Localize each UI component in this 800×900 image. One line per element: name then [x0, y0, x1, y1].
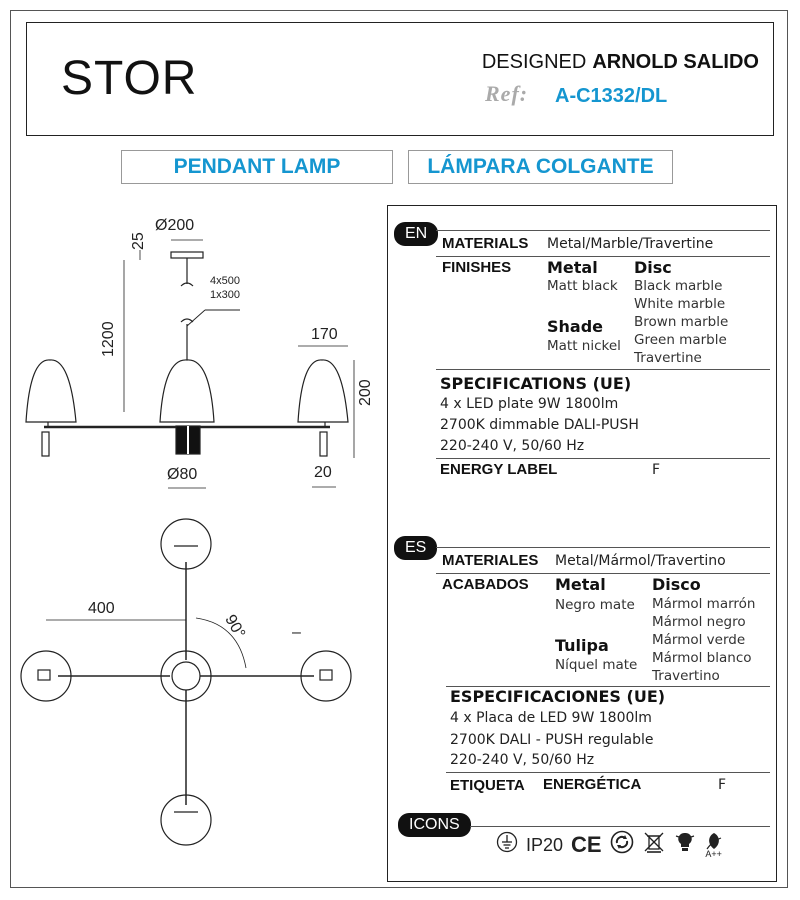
- en-shade-value: Matt nickel: [547, 338, 621, 354]
- dim-cable-2: 1x300: [210, 289, 240, 301]
- en-finishes-label: FINISHES: [442, 259, 512, 276]
- es-spec-line-1: 4 x Placa de LED 9W 1800lm: [450, 710, 652, 726]
- weee-bin-icon: [642, 830, 666, 860]
- en-rule-1: [436, 256, 770, 257]
- dim-globe: Ø80: [167, 466, 198, 483]
- top-disc-center-inner: [171, 661, 201, 691]
- ref-code: A-C1332/DL: [555, 85, 668, 107]
- dim-cable-1: 4x500: [210, 275, 240, 287]
- en-materials-label: MATERIALS: [442, 235, 529, 252]
- es-materials-label: MATERIALES: [442, 552, 539, 569]
- en-energy-value: F: [652, 462, 661, 478]
- dim-shade-height: 200: [357, 379, 374, 406]
- es-rule-1: [436, 573, 770, 574]
- en-shade-label: Shade: [547, 317, 604, 336]
- en-spec-line-1: 4 x LED plate 9W 1800lm: [440, 396, 619, 412]
- dim-arm-width: 20: [314, 464, 332, 481]
- ce-icon: CE: [571, 832, 602, 857]
- es-tag: ES: [394, 536, 438, 560]
- es-energy-value: F: [718, 777, 727, 793]
- es-spec-line-3: 220-240 V, 50/60 Hz: [450, 752, 595, 768]
- left-pendant-rod: [41, 431, 50, 457]
- es-rule-2: [446, 686, 770, 687]
- dim-shade-width: 170: [311, 326, 338, 343]
- en-metal-value: Matt black: [547, 278, 618, 294]
- es-metal-value: Negro mate: [555, 597, 635, 613]
- title-pendant-lamp: PENDANT LAMP: [121, 150, 393, 184]
- canopy-shape: [170, 251, 204, 259]
- es-shade-value: Níquel mate: [555, 657, 638, 673]
- es-disc-value-2: Mármol negro: [652, 614, 746, 630]
- energy-leaf-icon: A++: [704, 832, 724, 859]
- es-disc-value-4: Mármol blanco: [652, 650, 752, 666]
- en-disc-value-3: Brown marble: [634, 314, 729, 330]
- en-disc-label: Disc: [634, 258, 672, 277]
- brand-name: STOR: [61, 52, 198, 105]
- angle-arc: [195, 617, 247, 669]
- es-disc-label: Disco: [652, 575, 701, 594]
- led-bulb-icon: [674, 830, 696, 860]
- cable-break-bottom: [180, 318, 194, 323]
- left-shade: [25, 359, 77, 423]
- en-spec-label: SPECIFICATIONS (UE): [440, 374, 632, 393]
- dim-canopy: Ø200: [155, 217, 195, 234]
- es-disc-value-1: Mármol marrón: [652, 596, 756, 612]
- es-metal-label: Metal: [555, 575, 606, 594]
- en-metal-label: Metal: [547, 258, 598, 277]
- top-disc-top: [160, 518, 212, 570]
- en-top-rule: [436, 230, 770, 231]
- en-rule-3: [436, 458, 770, 459]
- dim-arm-length: 400: [88, 600, 115, 617]
- es-disc-value-5: Travertino: [652, 668, 720, 684]
- es-materials-value: Metal/Mármol/Travertino: [555, 553, 726, 569]
- title-lampara-colgante: LÁMPARA COLGANTE: [408, 150, 673, 184]
- en-disc-value-5: Travertine: [634, 350, 702, 366]
- es-spec-line-2: 2700K DALI - PUSH regulable: [450, 732, 654, 748]
- es-shade-label: Tulipa: [555, 636, 609, 655]
- en-disc-value-4: Green marble: [634, 332, 727, 348]
- dim-dash: –: [292, 624, 301, 641]
- left-disc-clip: [37, 669, 51, 681]
- energy-class-label: A++: [705, 848, 722, 859]
- icons-rule: [470, 826, 770, 827]
- es-energy-label-2: ENERGÉTICA: [543, 776, 642, 793]
- en-spec-line-2: 2700K dimmable DALI-PUSH: [440, 417, 639, 433]
- ref-label: Ref:: [485, 81, 529, 106]
- designed-label: DESIGNED: [481, 51, 587, 73]
- ground-icon: [496, 831, 518, 859]
- es-energy-label: ETIQUETA: [450, 777, 525, 794]
- es-disc-value-3: Mármol verde: [652, 632, 746, 648]
- es-finishes-label: ACABADOS: [442, 576, 529, 593]
- right-shade: [297, 359, 349, 423]
- technical-drawing: [20, 239, 355, 846]
- es-spec-label: ESPECIFICACIONES (UE): [450, 687, 666, 706]
- en-disc-value-1: Black marble: [634, 278, 723, 294]
- icons-tag: ICONS: [398, 813, 471, 837]
- en-spec-line-3: 220-240 V, 50/60 Hz: [440, 438, 585, 454]
- ip-rating: IP20: [526, 834, 564, 855]
- es-rule-3: [446, 772, 770, 773]
- center-shade: [159, 359, 215, 423]
- cable-break-top: [180, 282, 194, 287]
- right-disc-clip: [319, 669, 333, 681]
- icons-row: IP20 CE A++: [496, 830, 724, 860]
- es-top-rule: [436, 547, 770, 548]
- en-rule-2: [436, 369, 770, 370]
- en-disc-value-2: White marble: [634, 296, 726, 312]
- spec-panel: [387, 205, 777, 882]
- en-materials-value: Metal/Marble/Travertine: [547, 236, 714, 252]
- cable-leader: [186, 309, 206, 327]
- en-tag: EN: [394, 222, 439, 246]
- en-energy-label: ENERGY LABEL: [440, 461, 558, 478]
- dim-drop: 1200: [100, 321, 117, 357]
- right-pendant-rod: [319, 431, 328, 457]
- dim-canopy-height: 25: [130, 232, 147, 250]
- recycle-icon: [610, 830, 634, 860]
- page-frame: [10, 10, 788, 888]
- designer-name: ARNOLD SALIDO: [592, 51, 759, 73]
